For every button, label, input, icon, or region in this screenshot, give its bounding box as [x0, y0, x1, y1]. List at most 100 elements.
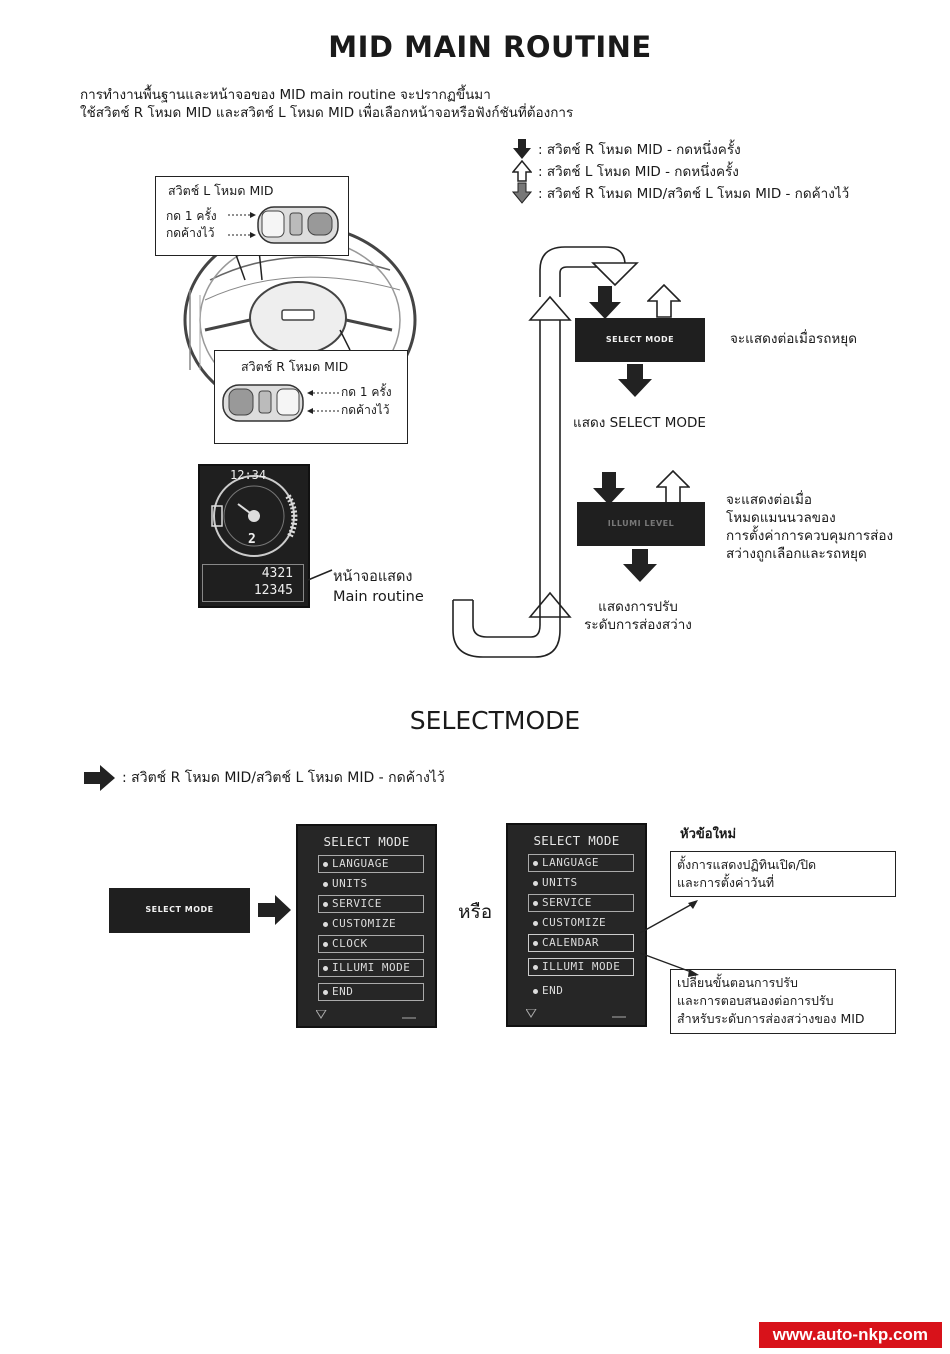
bullet-icon — [323, 941, 328, 947]
callout-pointer-arrows — [639, 900, 699, 977]
mid-cluster-display: 12:34 2 4321 12345 — [198, 464, 310, 608]
select-mode-screen-label: SELECT MODE — [605, 335, 675, 344]
illumi-result: แสดงการปรับ ระดับการส่องสว่าง — [563, 598, 713, 634]
intro-line-2: ใช้สวิตช์ R โหมด MID และสวิตช์ L โหมด MI… — [80, 105, 574, 121]
legend-text-r-press: : สวิตช์ R โหมด MID - กดหนึ่งครั้ง — [538, 142, 741, 158]
cluster-odo: 12345 — [253, 583, 293, 598]
select-mode-result: แสดง SELECT MODE — [573, 415, 706, 431]
illumi-result-line-2: ระดับการส่องสว่าง — [584, 617, 692, 633]
bullet-icon — [323, 881, 328, 887]
callout-calendar-line-1: ตั้งการแสดงปฏิทินเปิด/ปิด — [677, 857, 817, 872]
down-arrow-half-icon — [512, 182, 532, 204]
menu-new-item-illumi-mode: ILLUMI MODE — [528, 958, 634, 976]
menu-new-header: SELECT MODE — [533, 833, 620, 848]
intro-line-1: การทำงานพื้นฐานและหน้าจอของ MID main rou… — [80, 87, 491, 103]
page-title: MID MAIN ROUTINE — [328, 30, 652, 64]
new-topics-label: หัวข้อใหม่ — [680, 827, 737, 842]
illumi-note-line-1: จะแสดงต่อเมื่อ — [726, 492, 812, 508]
illumi-note: จะแสดงต่อเมื่อ โหมดแมนนวลของ การตั้งค่าก… — [726, 491, 893, 563]
scroll-indicator-icon — [526, 1009, 626, 1018]
pointer-line — [307, 569, 333, 581]
cluster-gear: 2 — [248, 532, 256, 547]
switch-l-press-once: กด 1 ครั้ง — [166, 209, 217, 223]
switch-r-press-once: กด 1 ครั้ง — [341, 385, 392, 399]
main-routine-caption-line-1: หน้าจอแสดง — [333, 569, 413, 585]
site-watermark[interactable]: www.auto-nkp.com — [758, 1322, 942, 1348]
bullet-icon — [533, 964, 538, 970]
section2-title: SELECTMODE — [409, 706, 581, 735]
callout-illumi-line-2: และการตอบสนองต่อการปรับ — [677, 993, 834, 1008]
bullet-icon — [323, 921, 328, 927]
illumi-note-line-3: การตั้งค่าการควบคุมการส่อง — [726, 528, 894, 544]
menu-old-item-end: END — [318, 983, 424, 1001]
callout-illumi-line-1: เปลี่ยนขั้นตอนการปรับ — [677, 975, 798, 990]
illumi-note-line-2: โหมดแมนนวลของ — [726, 510, 836, 526]
bullet-icon — [323, 965, 328, 971]
menu-new-item-units: UNITS — [528, 874, 634, 892]
right-arrow-filled-icon — [258, 895, 291, 925]
down-arrow-filled-icon — [618, 364, 652, 397]
menu-old-item-customize: CUSTOMIZE — [318, 915, 424, 933]
legend-row-l-press: : สวิตช์ L โหมด MID - กดหนึ่งครั้ง — [512, 160, 739, 182]
main-routine-caption-line-2: Main routine — [333, 589, 424, 605]
menu-old-header: SELECT MODE — [323, 834, 410, 849]
cluster-odometer-panel: 4321 12345 — [202, 564, 304, 602]
bullet-icon — [533, 860, 538, 866]
menu-old-item-language: LANGUAGE — [318, 855, 424, 873]
switch-l-callout: สวิตช์ L โหมด MID กด 1 ครั้ง กดค้างไว้ — [155, 176, 349, 256]
legend-row-hold: : สวิตช์ R โหมด MID/สวิตช์ L โหมด MID - … — [512, 182, 849, 204]
down-arrow-filled-icon — [623, 549, 657, 582]
legend-text-l-press: : สวิตช์ L โหมด MID - กดหนึ่งครั้ง — [538, 164, 739, 180]
callout-calendar-text: ตั้งการแสดงปฏิทินเปิด/ปิด และการตั้งค่าว… — [677, 856, 816, 892]
menu-old-item-clock: CLOCK — [318, 935, 424, 953]
stalk-switch-l-icon — [228, 206, 339, 244]
callout-calendar-line-2: และการตั้งค่าวันที่ — [677, 875, 775, 890]
bullet-icon — [533, 920, 538, 926]
switch-l-title: สวิตช์ L โหมด MID — [168, 183, 274, 198]
menu-new-item-end: END — [528, 982, 634, 1000]
legend-row-r-press: : สวิตช์ R โหมด MID - กดหนึ่งครั้ง — [512, 138, 741, 160]
legend-text-hold: : สวิตช์ R โหมด MID/สวิตช์ L โหมด MID - … — [538, 186, 850, 202]
stalk-switch-r-icon — [222, 384, 339, 422]
switch-r-callout: สวิตช์ R โหมด MID กด 1 ครั้ง กดค้างไว้ — [214, 350, 408, 444]
illumi-note-line-4: สว่างถูกเลือกและรถหยุด — [726, 546, 867, 562]
right-arrow-filled-icon — [84, 765, 115, 791]
up-arrow-outline-icon — [512, 160, 532, 182]
bullet-icon — [533, 880, 538, 886]
callout-illumi-text: เปลี่ยนขั้นตอนการปรับ และการตอบสนองต่อกา… — [677, 974, 865, 1028]
switch-r-title: สวิตช์ R โหมด MID — [241, 359, 349, 374]
callout-illumi-line-3: สำหรับระดับการส่องสว่างของ MID — [677, 1011, 865, 1026]
menu-old-item-service: SERVICE — [318, 895, 424, 913]
up-arrow-outline-icon — [647, 284, 681, 318]
cluster-clock: 12:34 — [230, 468, 267, 482]
down-arrow-filled-icon — [593, 472, 625, 505]
menu-new-item-customize: CUSTOMIZE — [528, 914, 634, 932]
switch-l-hold: กดค้างไว้ — [166, 226, 215, 240]
bullet-icon — [323, 901, 328, 907]
select-mode-menu-old: SELECT MODE LANGUAGE UNITS SERVICE CUSTO… — [296, 824, 437, 1028]
select-mode-menu-new: SELECT MODE LANGUAGE UNITS SERVICE CUSTO… — [506, 823, 647, 1027]
main-routine-caption: หน้าจอแสดง Main routine — [333, 567, 424, 607]
menu-old-item-illumi-mode: ILLUMI MODE — [318, 959, 424, 977]
menu-new-item-calendar: CALENDAR — [528, 934, 634, 952]
flow-loop-arrow — [452, 246, 639, 658]
illumi-result-line-1: แสดงการปรับ — [598, 599, 678, 615]
callout-illumi: เปลี่ยนขั้นตอนการปรับ และการตอบสนองต่อกา… — [670, 969, 896, 1034]
menu-new-item-service: SERVICE — [528, 894, 634, 912]
down-arrow-filled-icon — [513, 139, 531, 159]
down-arrow-filled-icon — [589, 286, 621, 319]
cluster-trip: 4321 — [261, 566, 293, 581]
intro-text: การทำงานพื้นฐานและหน้าจอของ MID main rou… — [80, 86, 573, 122]
bullet-icon — [533, 940, 538, 946]
callout-calendar: ตั้งการแสดงปฏิทินเปิด/ปิด และการตั้งค่าว… — [670, 851, 896, 897]
menu-old-item-units: UNITS — [318, 875, 424, 893]
bullet-icon — [533, 900, 538, 906]
up-arrow-outline-icon — [656, 470, 690, 504]
select-mode-note: จะแสดงต่อเมื่อรถหยุด — [730, 331, 857, 347]
bullet-icon — [323, 861, 328, 867]
select-mode-small-label: SELECT MODE — [145, 905, 214, 914]
section2-legend: : สวิตช์ R โหมด MID/สวิตช์ L โหมด MID - … — [84, 765, 445, 791]
bullet-icon — [323, 989, 328, 995]
or-text: หรือ — [458, 901, 493, 923]
illumi-level-screen: ILLUMI LEVEL — [577, 502, 705, 546]
